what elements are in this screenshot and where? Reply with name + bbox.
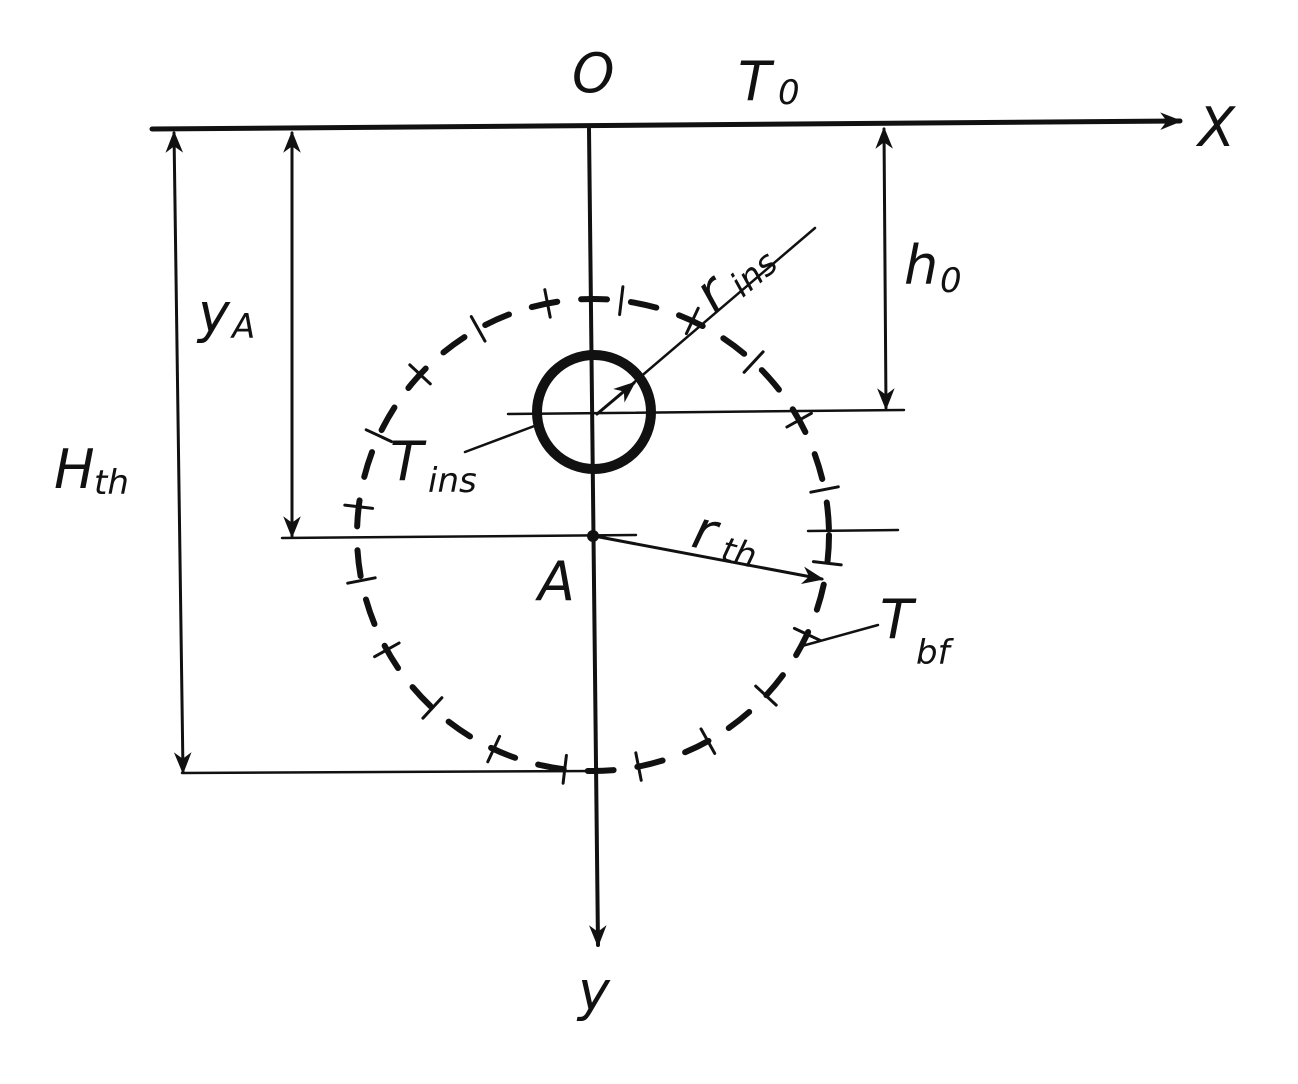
svg-text:ins: ins [723, 243, 786, 305]
t-ins-leader [463, 423, 539, 454]
thaw-depth-hth-label: H th [54, 438, 129, 503]
point-a-line-right [806, 528, 900, 533]
surface-temperature-label: T 0 [738, 50, 800, 113]
thaw-circle-tick [792, 626, 822, 642]
svg-text:0: 0 [778, 73, 800, 113]
thaw-circle-tick [373, 641, 401, 659]
thaw-circle-tick [754, 684, 778, 707]
svg-text:y: y [196, 282, 231, 345]
hth-dimension-arrow [165, 130, 192, 775]
h0-dimension-arrow [875, 126, 895, 411]
r-ins-radius-arrow [595, 381, 636, 416]
svg-text:th: th [717, 530, 761, 577]
t-bf-leader [800, 623, 880, 648]
boundary-temperature-label: T bf [880, 588, 955, 673]
thaw-circle-tick [699, 727, 717, 755]
svg-text:bf: bf [916, 633, 955, 673]
thaw-circle-tick [809, 485, 840, 494]
svg-text:H: H [54, 438, 95, 501]
thaw-depth-bottom-line [180, 769, 600, 775]
svg-text:0: 0 [940, 261, 962, 301]
thaw-circle-tick [561, 753, 568, 785]
y-axis-label: y [576, 960, 611, 1023]
svg-text:th: th [94, 463, 129, 503]
depth-ya-label: y A [196, 282, 255, 347]
thaw-circle-tick [469, 315, 487, 343]
x-axis-label: X [1195, 96, 1236, 159]
thaw-circle-tick [634, 751, 643, 782]
pipe-centre-line [506, 408, 906, 416]
thaw-circle-tick [364, 428, 394, 444]
thaw-circle-tick [618, 285, 625, 317]
point-a-label: A [535, 550, 575, 613]
thaw-circle-tick [785, 411, 813, 429]
depth-h0-label: h 0 [904, 234, 962, 301]
thaw-circle-ticks [343, 285, 843, 785]
thaw-circle-tick [486, 734, 502, 764]
origin-label: O [572, 42, 615, 105]
svg-text:A: A [230, 307, 255, 347]
x-axis-line [149, 112, 1183, 132]
svg-text:T: T [880, 588, 917, 651]
thaw-circle-tick [346, 576, 377, 585]
thaw-circle-tick [811, 560, 843, 567]
svg-text:T: T [390, 430, 427, 493]
insulation-temperature-label: T ins [390, 430, 477, 501]
thaw-circle-tick [684, 306, 700, 336]
thaw-circle-tick [408, 363, 432, 386]
r-th-radius-arrow [592, 534, 825, 584]
svg-text:T: T [738, 50, 775, 113]
point-a-dot [587, 530, 599, 542]
svg-text:h: h [904, 234, 938, 297]
thaw-circle-tick [742, 350, 765, 374]
thaw-circle-tick [343, 503, 375, 510]
svg-text:ins: ins [428, 461, 477, 501]
thaw-circle-tick [543, 288, 552, 319]
point-a-line [280, 533, 638, 540]
thaw-circle-tick [421, 696, 444, 720]
